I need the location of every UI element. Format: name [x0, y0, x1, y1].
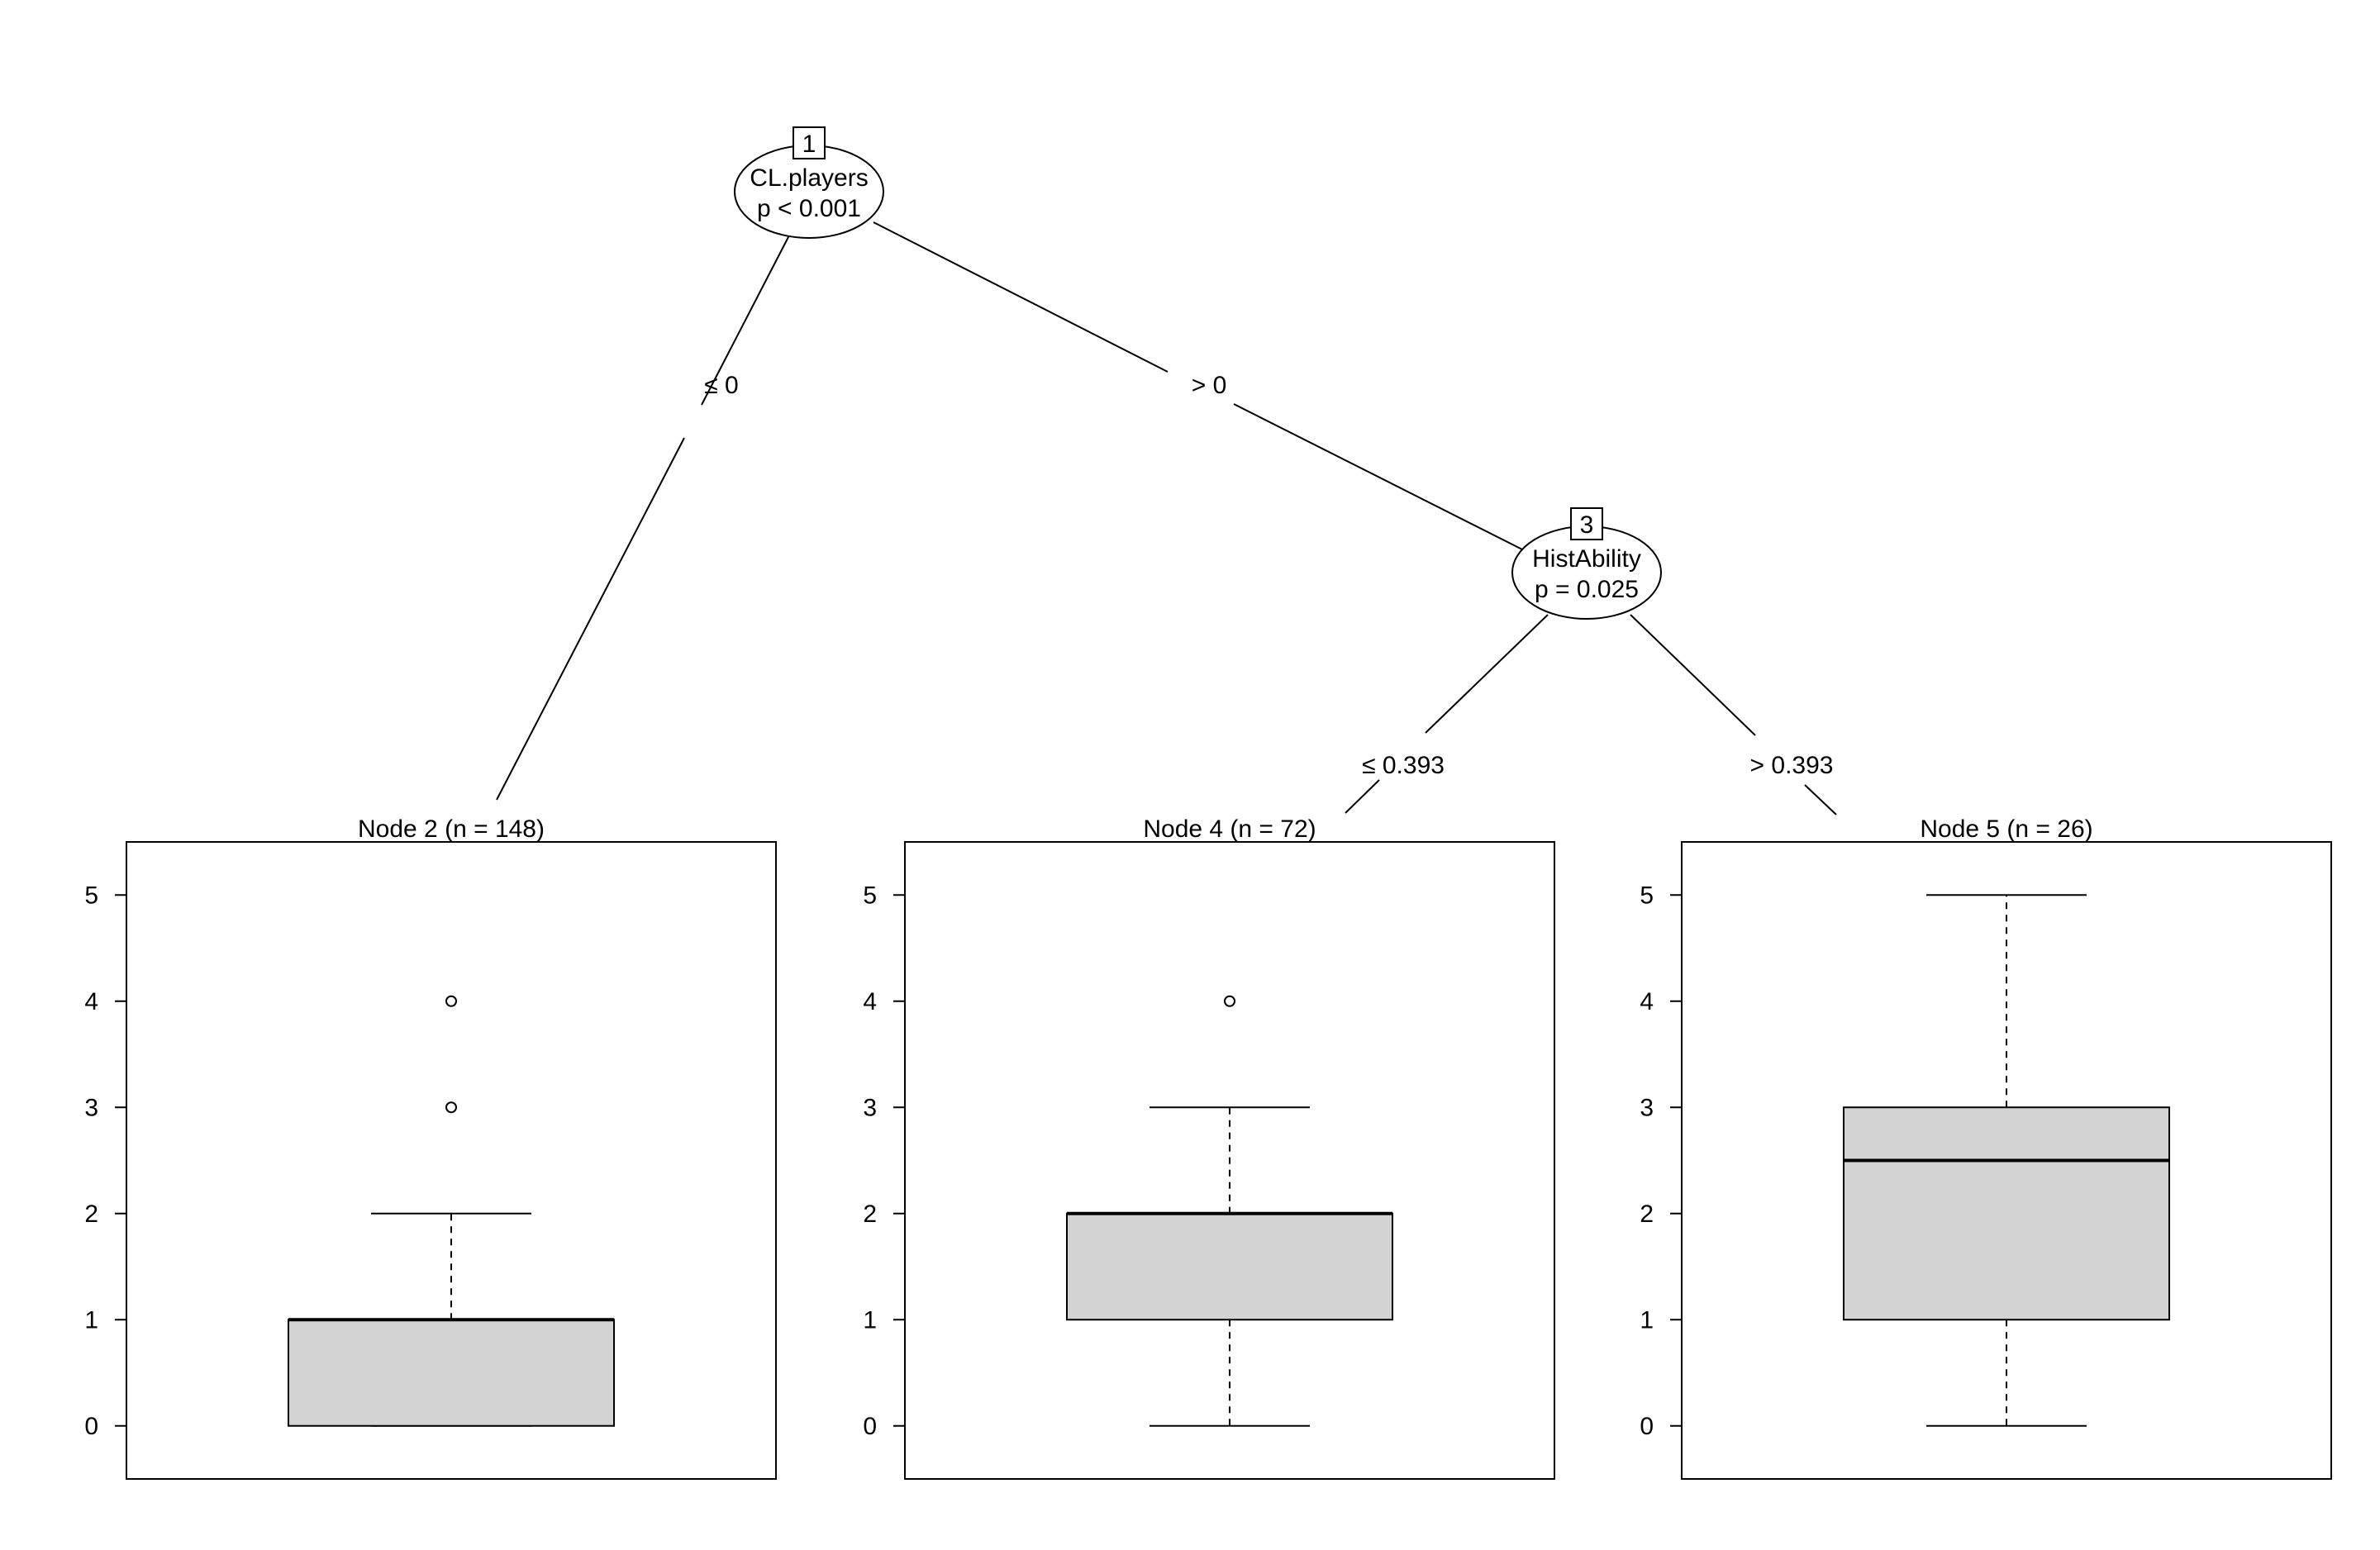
terminal-node-4: Node 4 (n = 72) 0 1 2 3 4 5 [863, 815, 1555, 1480]
edge-1-3 [1233, 403, 1526, 552]
edge-3-5 [1804, 784, 1837, 815]
y-tick-label: 0 [84, 1413, 98, 1440]
edge-label-3-4: ≤ 0.393 [1362, 752, 1445, 779]
terminal-node-2: Node 2 (n = 148) 0 1 2 3 4 5 [84, 815, 777, 1480]
y-tick-label: 4 [863, 988, 877, 1015]
node-id-box [793, 126, 826, 159]
y-tick-label: 4 [1640, 988, 1654, 1015]
box-iqr [1066, 1212, 1393, 1321]
edge-3-4 [1345, 779, 1380, 814]
edge-label-3-5: > 0.393 [1750, 752, 1834, 779]
edge-3-5 [1630, 614, 1756, 736]
y-tick-label: 3 [863, 1094, 877, 1121]
node-p-value: p = 0.025 [1535, 576, 1639, 603]
y-tick-label: 1 [1640, 1306, 1654, 1334]
outlier-point [445, 1101, 457, 1114]
edge-label-1-3: > 0 [1192, 372, 1227, 399]
inner-node-3: 3 HistAbility p = 0.025 [1511, 507, 1662, 620]
edge-1-3 [873, 221, 1169, 373]
y-tick-label: 1 [863, 1306, 877, 1334]
y-tick-label: 2 [863, 1201, 877, 1228]
node-id-box [1570, 507, 1603, 540]
terminal-node-5: Node 5 (n = 26) 0 1 2 3 4 5 [1640, 815, 2332, 1480]
inner-node-1: 1 CL.players p < 0.001 [734, 126, 884, 239]
node-id: 1 [802, 131, 816, 158]
y-tick-label: 0 [863, 1413, 877, 1440]
y-tick-label: 0 [1640, 1413, 1654, 1440]
terminal-panels: Node 2 (n = 148) 0 1 2 3 4 5 Node 4 (n = 72) 0 1 2… [84, 815, 2332, 1480]
y-tick-label: 5 [1640, 882, 1654, 909]
y-tick-label: 3 [84, 1094, 98, 1121]
y-tick-label: 5 [863, 882, 877, 909]
y-tick-label: 3 [1640, 1094, 1654, 1121]
panel-title: Node 4 (n = 72) [1143, 815, 1316, 843]
node-p-value: p < 0.001 [757, 195, 861, 222]
box-iqr [288, 1319, 615, 1427]
y-tick-label: 5 [84, 882, 98, 909]
y-tick-label: 4 [84, 988, 98, 1015]
edge-label-1-2: ≤ 0 [704, 372, 738, 399]
edge-1-2 [701, 233, 791, 406]
box-iqr [1843, 1106, 2170, 1321]
tree-edges [496, 221, 1837, 815]
node-variable: CL.players [750, 164, 868, 192]
outlier-point [445, 995, 457, 1007]
panel-title: Node 5 (n = 26) [1920, 815, 2092, 843]
y-tick-label: 2 [84, 1201, 98, 1228]
node-id: 3 [1580, 511, 1594, 539]
outlier-point [1224, 995, 1235, 1007]
edge-3-4 [1425, 614, 1549, 734]
panel-title: Node 2 (n = 148) [358, 815, 545, 843]
y-tick-label: 1 [84, 1306, 98, 1334]
edge-1-2 [496, 437, 685, 801]
y-tick-label: 2 [1640, 1201, 1654, 1228]
node-variable: HistAbility [1532, 545, 1641, 573]
